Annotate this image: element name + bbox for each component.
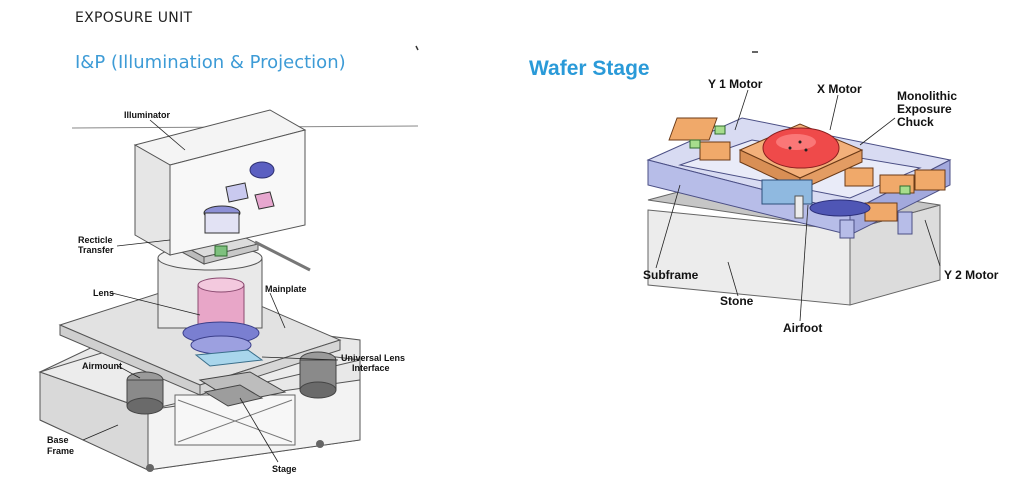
label-universal-lens-1: Universal Lens [341,353,405,363]
ip-machine-illustration: Illuminator Recticle Transfer Lens Mainp… [38,45,419,474]
motors [668,117,946,222]
wafer-stage-title: Wafer Stage [529,57,650,80]
stage-assembly [198,371,287,407]
label-monolithic-1: Monolithic [897,89,957,103]
label-illuminator: Illuminator [124,110,170,120]
label-x-motor: X Motor [817,82,862,96]
label-y1-motor: Y 1 Motor [708,77,763,91]
label-mainplate: Mainplate [265,284,307,294]
ws-leader-lines [655,89,941,322]
stage-body [761,179,913,239]
ip-leader-lines [82,119,339,463]
label-stage: Stage [272,464,297,474]
label-y2-motor: Y 2 Motor [944,268,999,282]
label-universal-lens-2: Interface [352,363,390,373]
illuminator [133,109,307,256]
airmounts [126,351,337,415]
ip-subtitle: I&P (Illumination & Projection) [75,52,346,73]
label-stone: Stone [720,294,754,308]
label-recticle-2: Transfer [78,245,114,255]
label-airmount: Airmount [82,361,122,371]
wafer-stage-illustration: Y 1 Motor X Motor Monolithic Exposure Ch… [643,51,999,335]
label-lens: Lens [93,288,114,298]
label-monolithic-2: Exposure [897,102,952,116]
label-base-2: Frame [47,446,74,456]
label-monolithic-3: Chuck [897,115,934,129]
label-subframe: Subframe [643,268,699,282]
label-base-1: Base [47,435,69,445]
page-title: EXPOSURE UNIT [75,10,193,26]
label-recticle-1: Recticle [78,235,113,245]
label-airfoot: Airfoot [783,321,822,335]
